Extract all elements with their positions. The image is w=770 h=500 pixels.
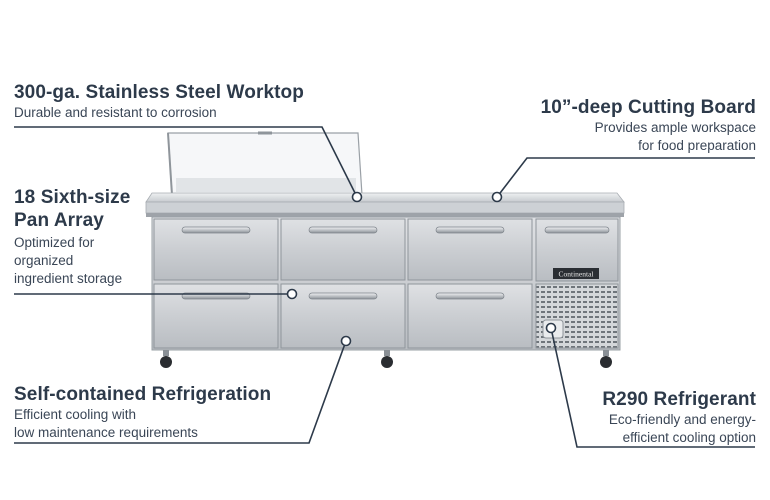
feature-desc-line: ingredient storage: [14, 271, 123, 286]
feature-desc-line: Efficient cooling with: [14, 407, 137, 422]
feature-desc: Durable and resistant to corrosion: [14, 105, 217, 120]
feature-pan-array: 18 Sixth-size Pan Array Optimized for or…: [14, 186, 130, 288]
compressor-grille: [535, 283, 619, 349]
feature-desc-line: Optimized for: [14, 235, 95, 250]
feature-desc-line: for food preparation: [638, 138, 756, 153]
worktop: [145, 192, 625, 217]
feature-refrigeration: Self-contained Refrigeration Efficient c…: [14, 383, 271, 442]
svg-text:Continental: Continental: [559, 270, 594, 279]
feature-desc-line: low maintenance requirements: [14, 425, 198, 440]
feature-title: 300-ga. Stainless Steel Worktop: [14, 82, 304, 103]
brand-badge: Continental: [553, 268, 599, 279]
feature-title: R290 Refrigerant: [602, 389, 756, 410]
feature-desc-line: organized: [14, 253, 74, 268]
feature-r290: R290 Refrigerant Eco-friendly and energy…: [602, 388, 756, 447]
callout-lines: [14, 126, 755, 448]
feature-cutting-board: 10”-deep Cutting Board Provides ample wo…: [541, 96, 756, 155]
casters: [160, 350, 612, 368]
pan-lid: [167, 131, 363, 196]
callout-dots: [286, 191, 557, 347]
feature-title: 10”-deep Cutting Board: [540, 97, 756, 118]
feature-title: Self-contained Refrigeration: [14, 384, 272, 405]
drawer-handles: [181, 226, 610, 300]
feature-desc-line: efficient cooling option: [622, 430, 756, 445]
feature-desc-line: Provides ample workspace: [594, 120, 756, 135]
feature-desc-line: Eco-friendly and energy-: [608, 412, 756, 427]
feature-worktop: 300-ga. Stainless Steel Worktop Durable …: [14, 81, 304, 122]
feature-title-line: 18 Sixth-size: [14, 187, 131, 208]
feature-title-line: Pan Array: [14, 210, 104, 231]
